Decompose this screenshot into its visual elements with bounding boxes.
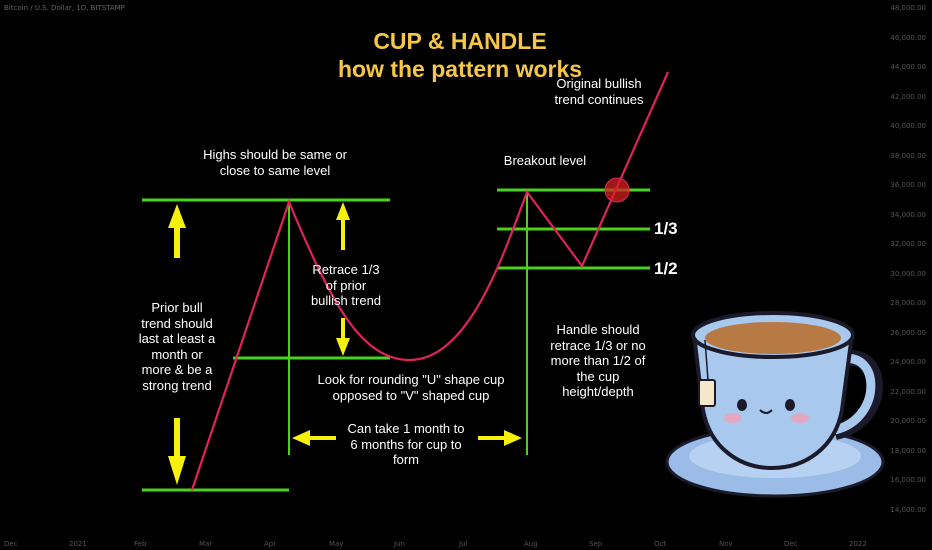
symbol-bar: Bitcoin / U.S. Dollar, 1D, BITSTAMP — [4, 4, 125, 12]
price-tick-label: 44,000.00 — [890, 63, 926, 71]
price-tick-label: 20,000.00 — [890, 417, 926, 425]
time-tick-label: Dec — [4, 540, 18, 548]
tea-cup-illustration — [665, 311, 885, 498]
price-tick-label: 48,000.00 — [890, 4, 926, 12]
time-tick-label: Jul — [459, 540, 468, 548]
breakout-marker — [604, 177, 630, 203]
original-trend-note: Original bullish trend continues — [554, 76, 644, 107]
price-tick-label: 36,000.00 — [890, 181, 926, 189]
prior-bull-note: Prior bull trend should last at least a … — [138, 300, 216, 393]
time-tick-label: 2021 — [69, 540, 87, 548]
time-tick-label: Sep — [589, 540, 603, 548]
price-tick-label: 38,000.00 — [890, 151, 926, 160]
retrace-arrow — [336, 202, 350, 356]
handle-note: Handle should retrace 1/3 or no more tha… — [550, 322, 646, 400]
retrace-note: Retrace 1/3 of prior bullish trend — [310, 262, 382, 309]
price-tick-label: 40,000.00 — [890, 122, 926, 130]
time-tick-label: Oct — [654, 540, 667, 548]
price-tick-label: 26,000.00 — [890, 328, 926, 337]
price-tick-label: 32,000.00 — [890, 240, 926, 248]
price-tick-label: 14,000.00 — [890, 505, 926, 514]
price-tick-label: 42,000.00 — [890, 92, 926, 101]
title-line-1: CUP & HANDLE — [373, 28, 547, 54]
title-line-2: how the pattern works — [337, 56, 583, 82]
breakout-label: Breakout level — [503, 153, 587, 168]
duration-note: Can take 1 month to 6 months for cup to … — [347, 421, 465, 468]
half-label: 1/2 — [654, 259, 678, 278]
highs-note: Highs should be same or close to same le… — [203, 147, 347, 178]
time-tick-label: May — [329, 540, 344, 548]
time-tick-label: Aug — [524, 540, 538, 548]
price-tick-label: 30,000.00 — [890, 269, 926, 278]
third-label: 1/3 — [654, 219, 678, 238]
price-path — [190, 71, 670, 491]
price-tick-label: 46,000.00 — [890, 33, 926, 42]
time-tick-label: Dec — [784, 540, 798, 548]
time-tick-label: Jun — [394, 540, 405, 548]
price-tick-label: 28,000.00 — [890, 299, 926, 307]
time-tick-label: Feb — [134, 540, 147, 548]
rounding-note: Look for rounding "U" shape cup opposed … — [317, 372, 505, 403]
price-tick-label: 16,000.00 — [890, 476, 926, 484]
cup-duration-arrows — [292, 430, 522, 446]
time-tick-label: 2022 — [849, 540, 867, 548]
price-tick-label: 18,000.00 — [890, 446, 926, 455]
price-tick-label: 34,000.00 — [890, 210, 926, 219]
time-tick-label: Mar — [199, 540, 213, 548]
time-tick-label: Nov — [719, 540, 733, 548]
prior-bull-arrow — [168, 204, 186, 485]
price-tick-label: 22,000.00 — [890, 387, 926, 396]
time-tick-label: Apr — [264, 540, 277, 548]
price-tick-label: 24,000.00 — [890, 358, 926, 366]
